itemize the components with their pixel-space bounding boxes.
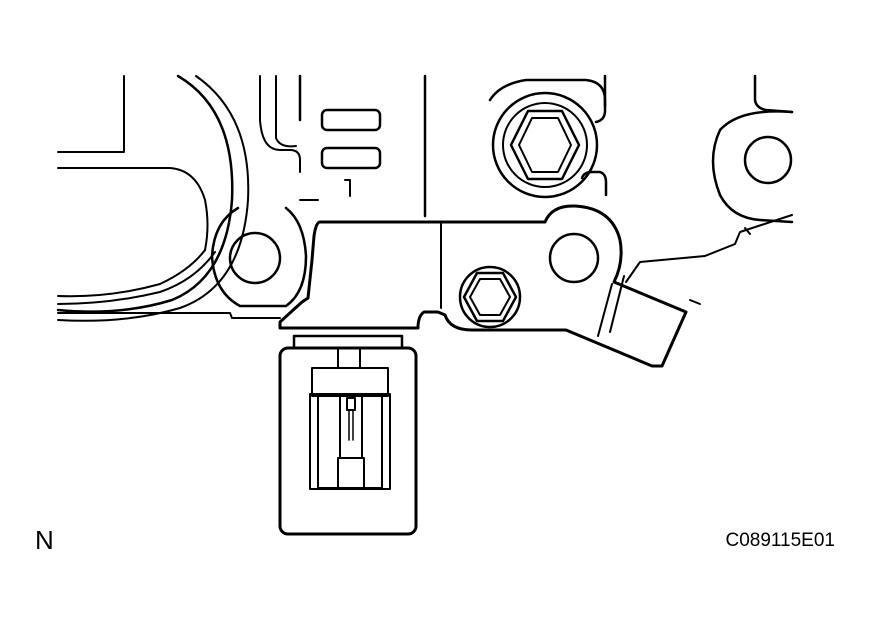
housing-left (56, 74, 302, 322)
orientation-mark: N (35, 525, 54, 555)
housing-right (625, 74, 794, 305)
sensor-connector (278, 334, 418, 536)
figure-code: C089115E01 (725, 530, 835, 551)
housing-tab (580, 170, 608, 197)
left-mounting-boss (210, 206, 308, 308)
housing-slots (299, 108, 382, 201)
sensor-bracket (278, 204, 688, 368)
upper-bolt (488, 74, 607, 199)
bracket-bolt (458, 265, 522, 329)
